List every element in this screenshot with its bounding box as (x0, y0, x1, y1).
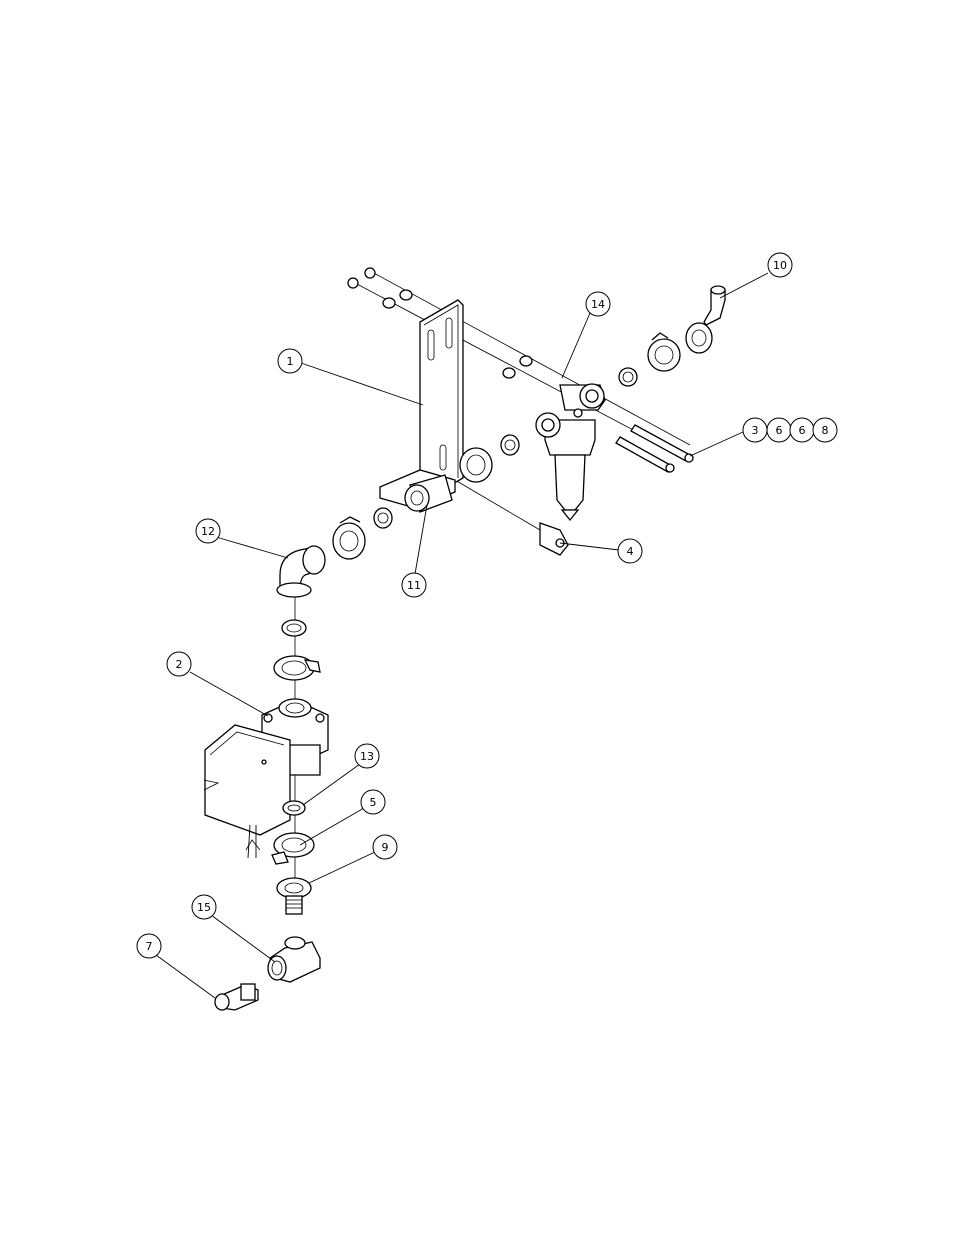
upper-right-fittings (619, 286, 725, 386)
callout-6a: 6 (767, 418, 791, 442)
clamp-part-5 (272, 833, 314, 864)
callout-10: 10 (768, 253, 792, 277)
alignment-lines (295, 272, 690, 905)
callout-3: 3 (743, 418, 767, 442)
callout-label: 8 (822, 424, 829, 437)
callout-11: 11 (402, 573, 426, 597)
callout-label: 7 (146, 940, 153, 953)
filter-housing (536, 384, 605, 520)
callout-label: 10 (773, 259, 787, 272)
callout-label: 15 (197, 901, 211, 914)
callout-label: 2 (176, 658, 183, 671)
oring-top (282, 620, 306, 636)
callout-9: 9 (373, 835, 397, 859)
callout-5: 5 (361, 790, 385, 814)
elbow-part-12 (277, 546, 325, 597)
callout-label: 6 (799, 424, 806, 437)
callout-label: 5 (370, 796, 377, 809)
callout-7: 7 (137, 934, 161, 958)
callout-6b: 6 (790, 418, 814, 442)
callout-label: 6 (776, 424, 783, 437)
callout-label: 1 (287, 355, 294, 368)
callout-label: 13 (360, 750, 374, 763)
callout-12: 12 (196, 519, 220, 543)
solenoid-valve-part-2 (204, 699, 328, 858)
long-bolts (616, 425, 693, 472)
mounting-bracket (380, 300, 463, 508)
callout-label: 11 (407, 579, 421, 592)
adapter-part-9 (277, 878, 311, 914)
callout-14: 14 (586, 292, 610, 316)
callout-label: 4 (627, 545, 634, 558)
callout-4: 4 (618, 539, 642, 563)
callout-label: 9 (382, 841, 389, 854)
clamp-top (274, 656, 320, 680)
callout-label: 12 (201, 525, 215, 538)
callout-label: 14 (591, 298, 605, 311)
callout-1: 1 (278, 349, 302, 373)
callout-label: 3 (752, 424, 759, 437)
oring-13 (283, 801, 305, 815)
connector-part-4 (540, 523, 568, 555)
tee-part-15 (268, 937, 320, 982)
callout-13: 13 (355, 744, 379, 768)
callout-15: 15 (192, 895, 216, 919)
callout-2: 2 (167, 652, 191, 676)
fitting-part-7 (215, 984, 258, 1010)
left-fittings (333, 508, 392, 559)
callout-8: 8 (813, 418, 837, 442)
